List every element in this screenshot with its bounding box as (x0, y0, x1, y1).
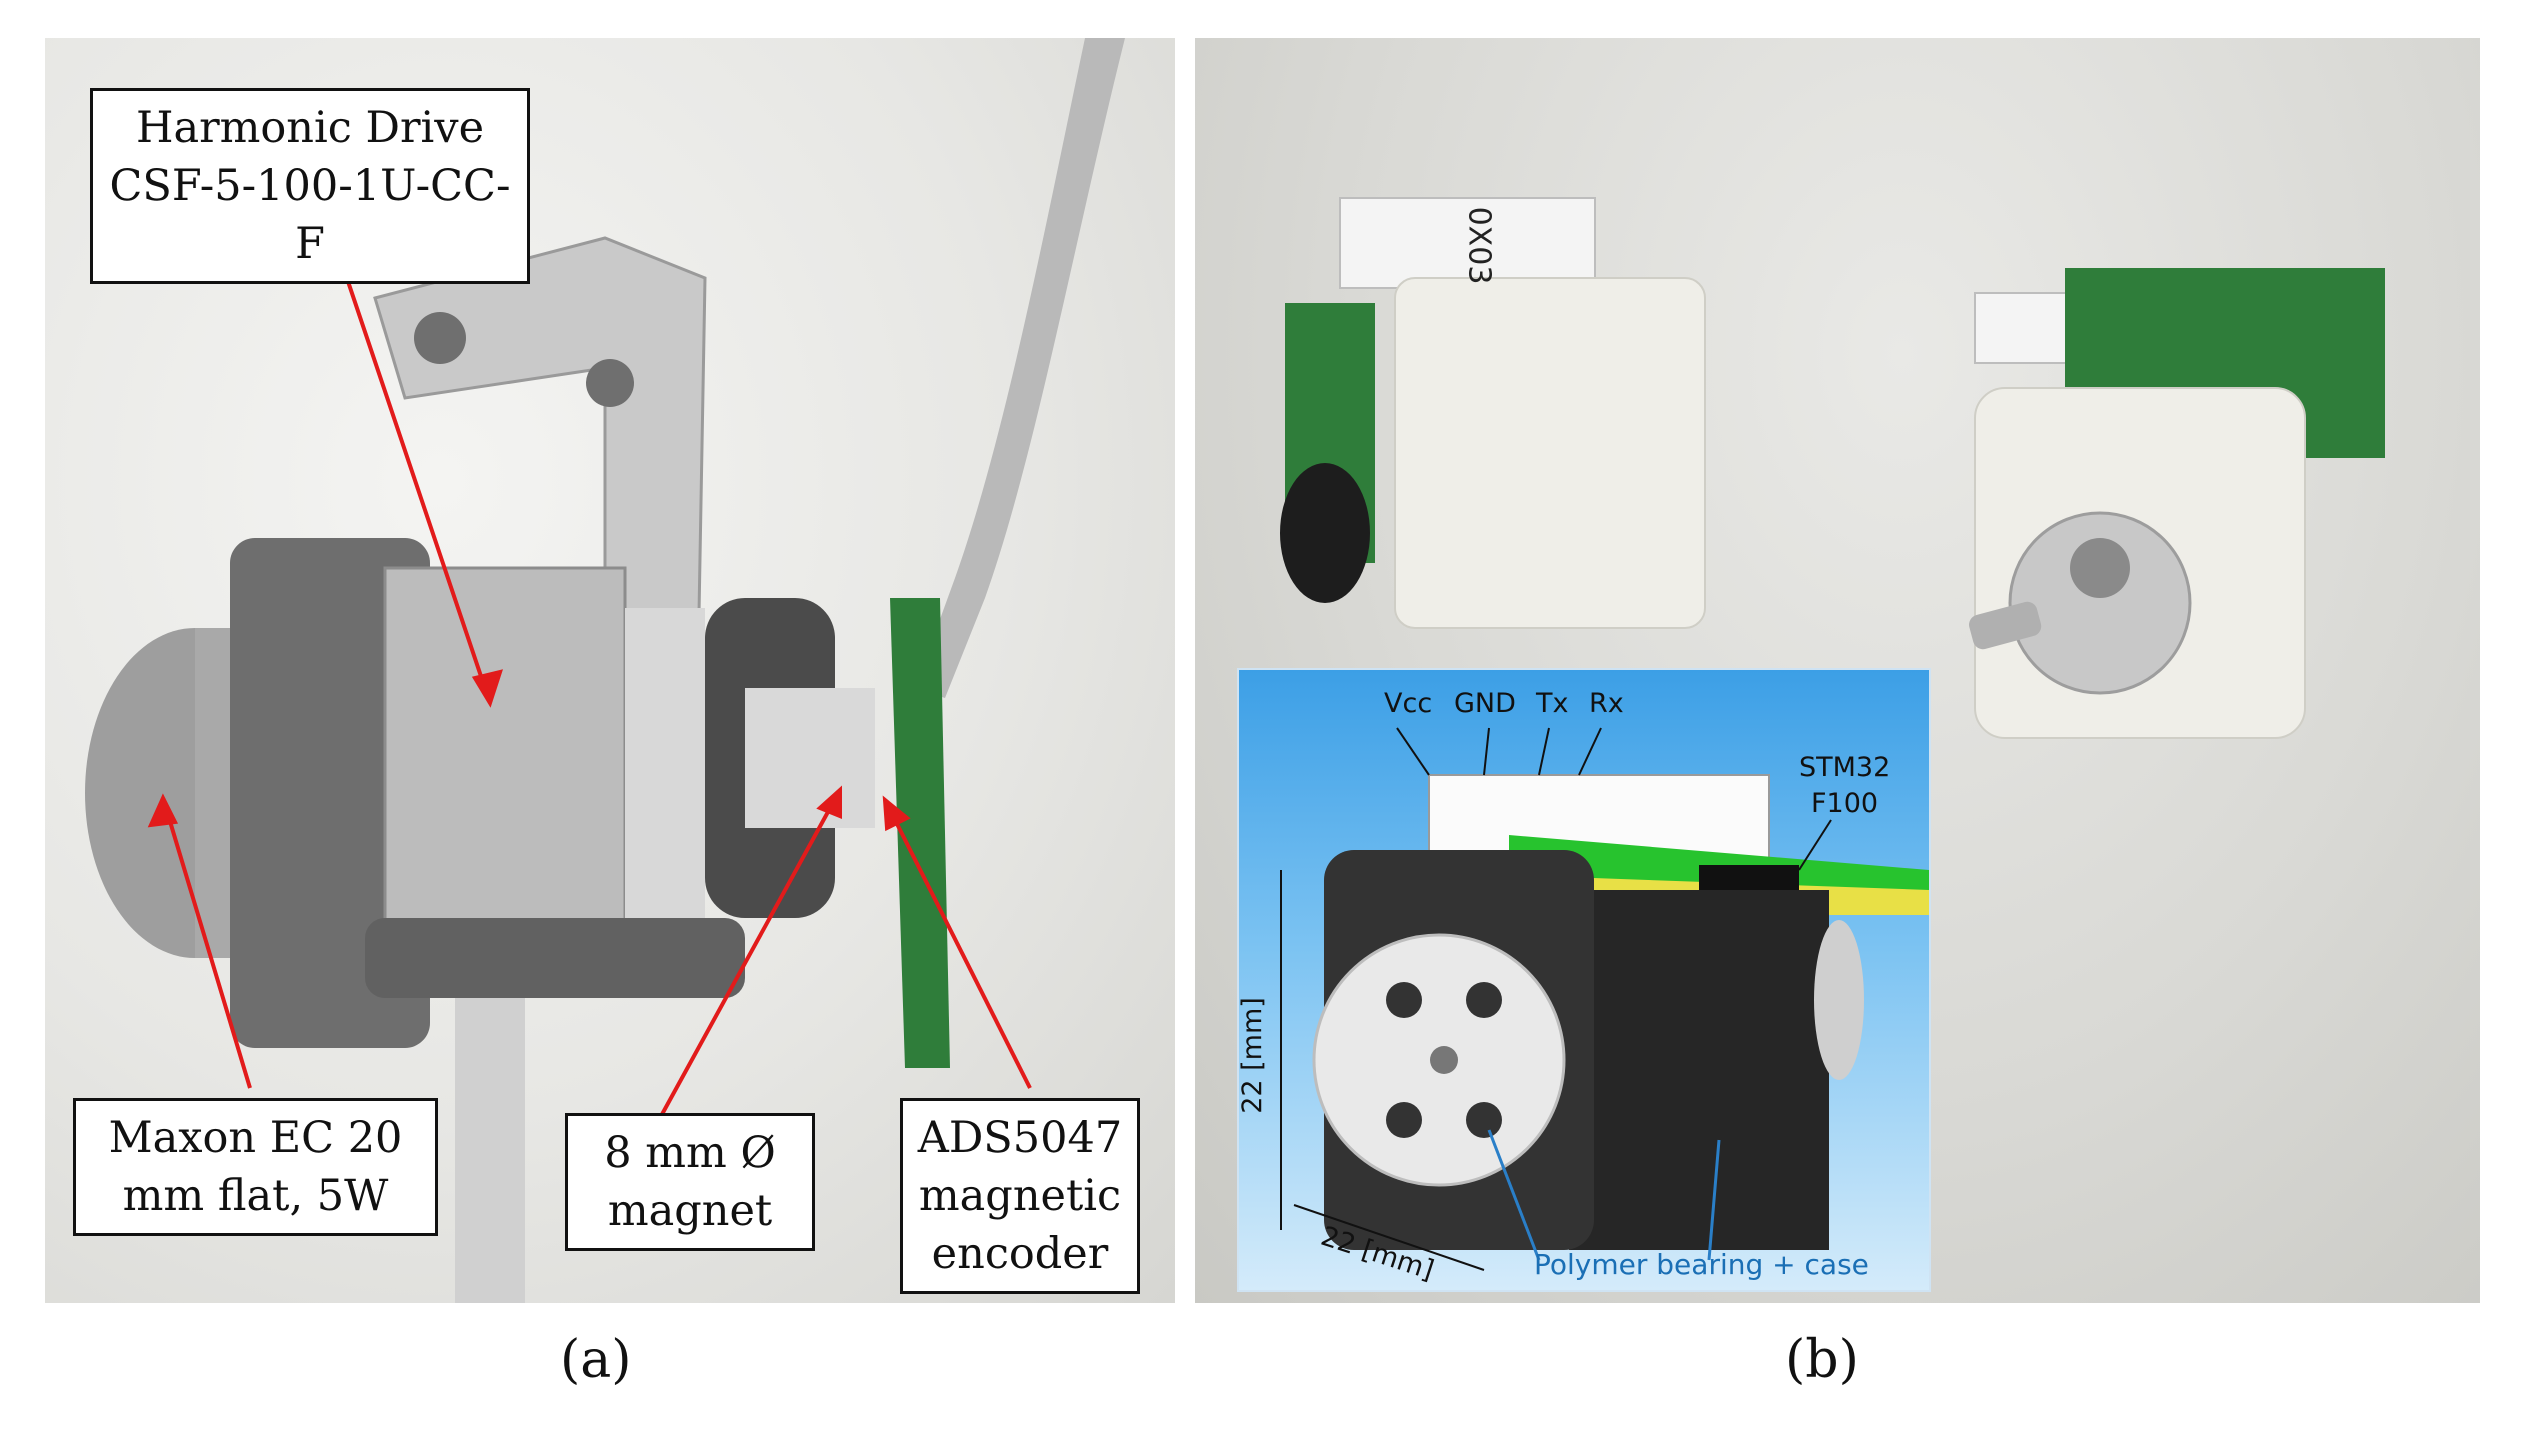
harmonic-drive-arrow (328, 227, 492, 704)
cad-flange-hole (1466, 1102, 1502, 1138)
arrow-head (147, 793, 179, 828)
cad-flange-hole (1386, 982, 1422, 1018)
photo-actuator-assembly: Harmonic Drive CSF-5-100-1U-CC-F Maxon E… (45, 38, 1175, 1303)
cad-magnet-center (1430, 1046, 1458, 1074)
ribbon-cable (915, 38, 1125, 698)
label-magnet: 8 mm Ø magnet (565, 1113, 815, 1251)
bearing-note: Polymer bearing + case (1534, 1248, 1869, 1281)
encoder-pcb (890, 598, 950, 1068)
mcu-label-line2: F100 (1811, 788, 1879, 819)
module-case (1394, 277, 1706, 629)
output-flange (2008, 511, 2192, 695)
motor-arrow (161, 797, 252, 1089)
flange-screw (2070, 538, 2130, 598)
cad-pcb (1509, 835, 1929, 890)
cad-motor-end (1814, 920, 1864, 1080)
arrow-head (882, 795, 911, 832)
label-harmonic-drive: Harmonic Drive CSF-5-100-1U-CC-F (90, 88, 530, 284)
harmonic-drive-ring (625, 608, 705, 928)
bearing-arrow (1487, 1129, 1541, 1261)
leader-line (1396, 727, 1430, 776)
pin-vcc: Vcc (1384, 688, 1433, 719)
dimension-horizontal-line (1293, 1204, 1485, 1271)
support-rod (455, 998, 525, 1303)
side-screw (1969, 601, 2042, 650)
caption-a: (a) (560, 1330, 632, 1390)
module-marking: 0X03 (1461, 206, 1497, 285)
cad-drawing (1280, 727, 1929, 1271)
dimension-vertical-label: 22 [mm] (1237, 997, 1268, 1114)
arrow-head (816, 785, 842, 819)
pin-tx: Tx (1536, 688, 1569, 719)
cad-flange-hole (1466, 982, 1502, 1018)
leader-line (1578, 727, 1602, 776)
bracket-screw (586, 359, 634, 407)
label-encoder: ADS5047 magnetic encoder (900, 1098, 1140, 1294)
module-magnet-cap (1280, 463, 1370, 603)
encoder-arrow (883, 799, 1032, 1089)
actuator-illustration (85, 38, 1125, 1303)
output-shaft (745, 688, 875, 828)
leader-line (1798, 819, 1832, 871)
case-arrow (1707, 1139, 1721, 1261)
modules-illustration (1280, 197, 2385, 739)
mcu-label-line1: STM32 (1799, 752, 1891, 783)
magnet-arrow (658, 789, 842, 1119)
cad-flange-hole (1386, 1102, 1422, 1138)
arrow-head (471, 669, 503, 708)
pin-gnd: GND (1454, 688, 1516, 719)
cad-case-body (1569, 890, 1829, 1250)
bracket-screw (414, 312, 466, 364)
photo-actuator-modules: 0X03 (1195, 38, 2480, 1303)
pin-rx: Rx (1589, 688, 1624, 719)
leader-line (1483, 727, 1490, 776)
leader-line (1538, 727, 1550, 776)
caption-b: (b) (1785, 1330, 1859, 1390)
cad-inset: Vcc GND Tx Rx STM32 F100 22 [mm] 22 [mm]… (1237, 668, 1931, 1292)
harmonic-drive-housing (383, 566, 627, 950)
lower-link (365, 918, 745, 998)
label-maxon-motor: Maxon EC 20 mm flat, 5W (73, 1098, 438, 1236)
